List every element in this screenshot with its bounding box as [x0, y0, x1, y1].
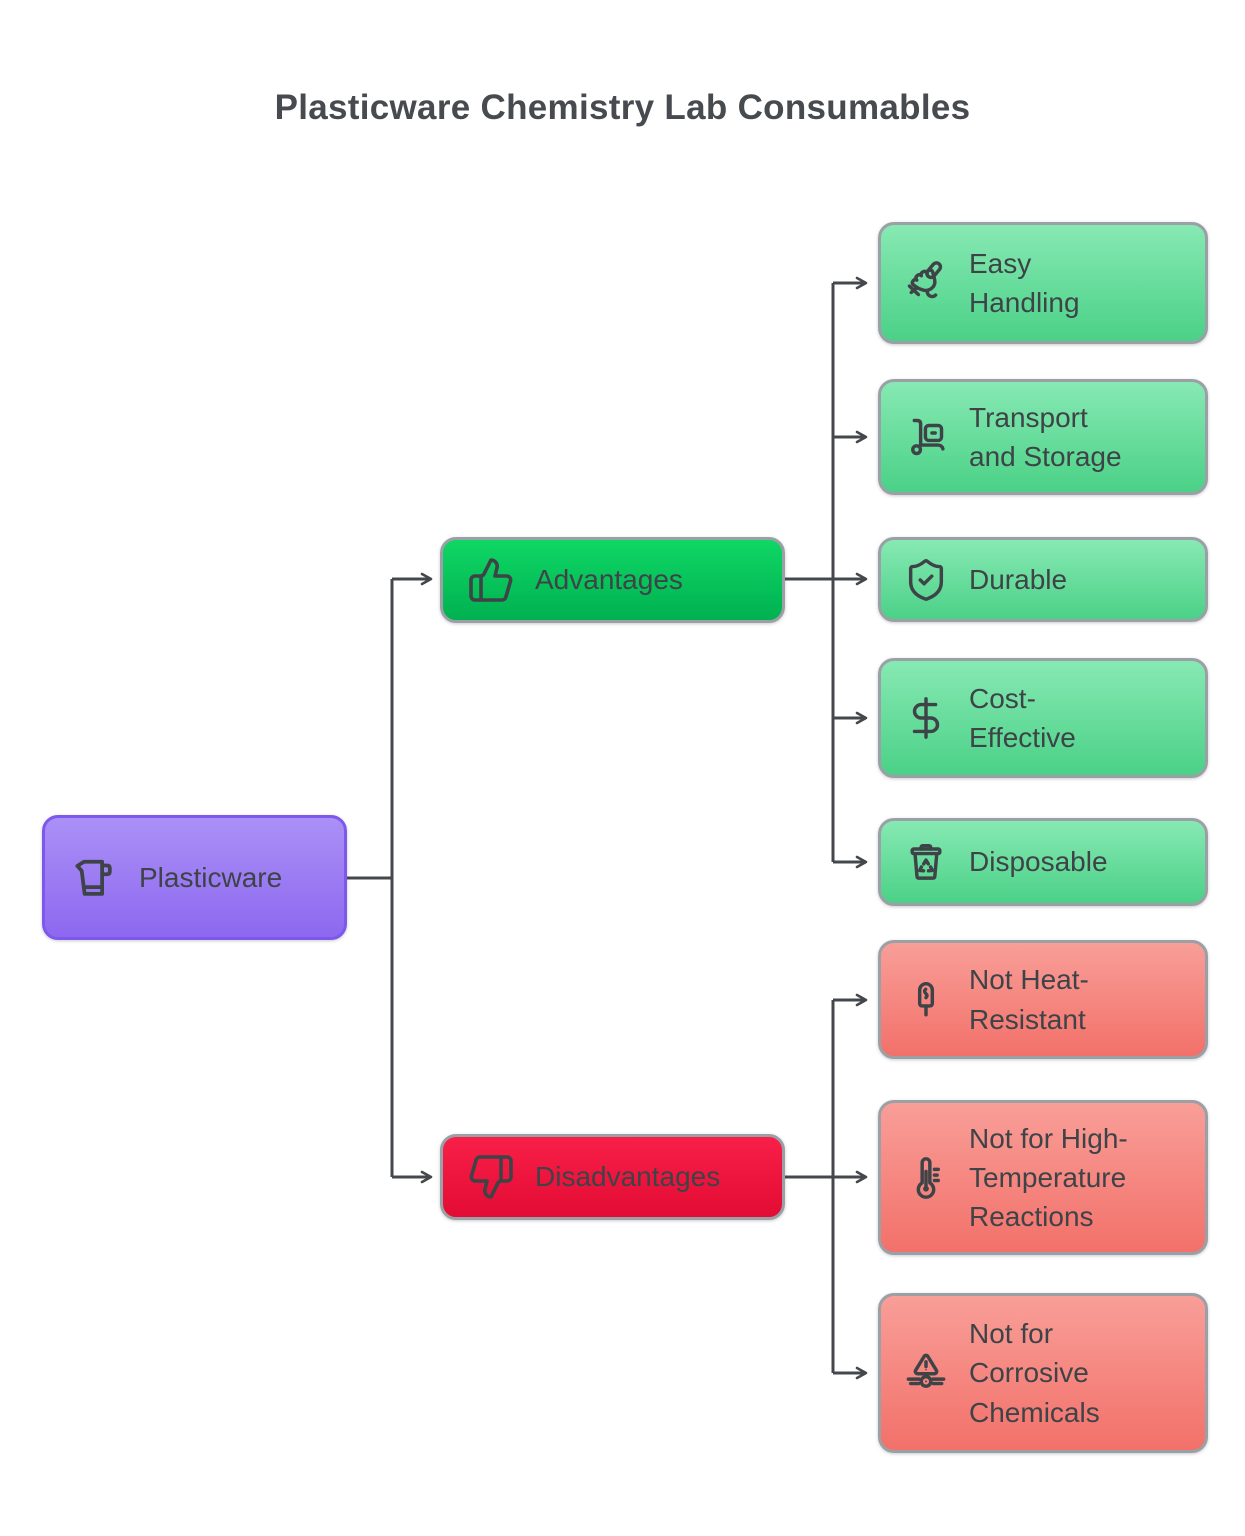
node-not-corrosive: Not for Corrosive Chemicals [878, 1293, 1208, 1453]
corrosive-warning-icon [903, 1350, 949, 1396]
node-plasticware: Plasticware [42, 815, 347, 940]
shield-check-icon [903, 557, 949, 603]
node-not-high-temperature: Not for High- Temperature Reactions [878, 1100, 1208, 1255]
thumbs-up-icon [467, 556, 515, 604]
node-label: Plasticware [139, 861, 283, 893]
node-transport-storage: Transport and Storage [878, 379, 1208, 495]
node-label: Not for Corrosive Chemicals [969, 1318, 1100, 1428]
node-label: Disadvantages [535, 1161, 721, 1193]
thumbs-down-icon [467, 1153, 515, 1201]
node-label: Not for High- Temperature Reactions [969, 1122, 1128, 1233]
melting-popsicle-icon [903, 977, 949, 1023]
node-durable: Durable [878, 537, 1208, 622]
node-label: Durable [969, 563, 1068, 595]
node-label: Easy Handling [969, 247, 1080, 318]
node-label: Not Heat- Resistant [969, 964, 1089, 1035]
node-label: Cost- Effective [969, 682, 1076, 753]
node-easy-handling: Easy Handling [878, 222, 1208, 344]
node-not-heat-resistant: Not Heat- Resistant [878, 940, 1208, 1059]
node-cost-effective: Cost- Effective [878, 658, 1208, 778]
page-title: Plasticware Chemistry Lab Consumables [274, 88, 971, 127]
hand-truck-icon [903, 414, 949, 460]
node-label: Disposable [969, 846, 1108, 878]
node-label: Advantages [535, 564, 683, 596]
thermometer-icon [903, 1155, 949, 1201]
node-disposable: Disposable [878, 818, 1208, 906]
node-disadvantages: Disadvantages [440, 1134, 785, 1220]
beaker-icon [69, 853, 119, 903]
dollar-sign-icon [903, 695, 949, 741]
node-label: Transport and Storage [969, 401, 1122, 472]
recycle-bin-icon [903, 839, 949, 885]
hand-grip-icon [903, 260, 949, 306]
node-advantages: Advantages [440, 537, 785, 623]
